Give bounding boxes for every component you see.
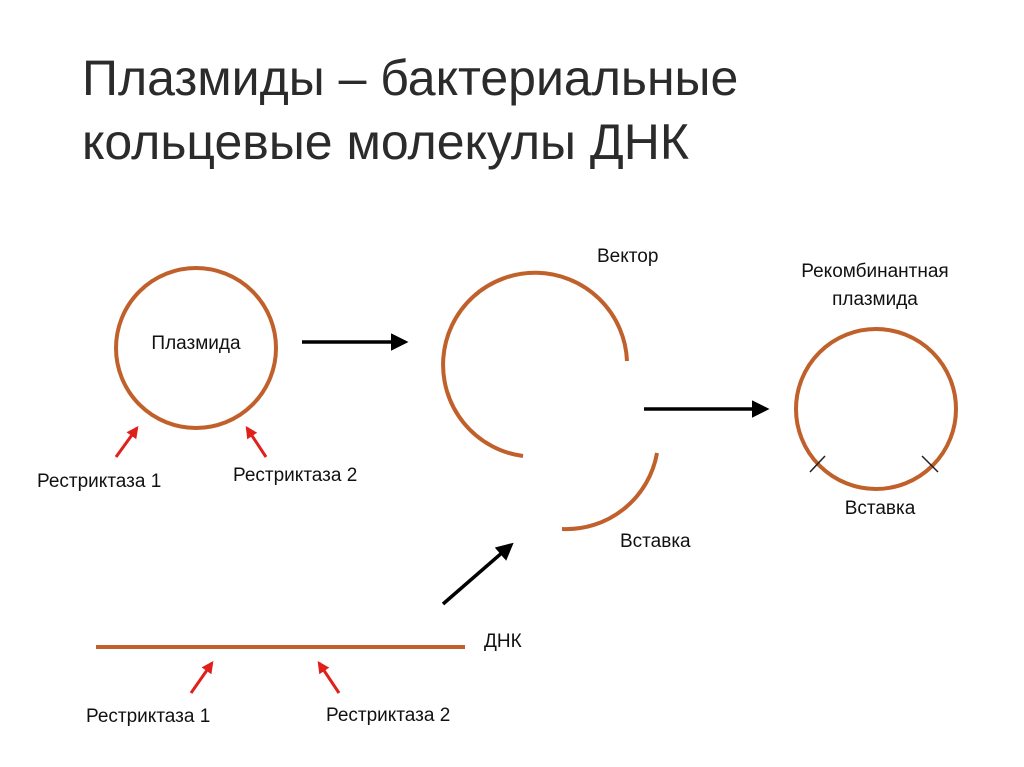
insert-label: Вставка [620, 531, 691, 552]
slide-title-line-2: кольцевые молекулы ДНК [82, 114, 689, 170]
recombinant-plasmid-circle [794, 327, 958, 491]
restrictase-1-label-bottom: Рестриктаза 1 [86, 706, 210, 727]
insert-arc [561, 452, 659, 532]
restrictase-1-arrow-plasmid [114, 426, 139, 458]
recombinant-insert-junction-left [809, 455, 826, 473]
vector-label: Вектор [597, 246, 658, 267]
slide-title: Плазмиды – бактериальные кольцевые молек… [82, 46, 962, 174]
recombinant-insert-junction-right [921, 455, 939, 473]
recombinant-insert-label: Вставка [845, 498, 916, 519]
restrictase-2-arrow-dna [317, 661, 341, 694]
plasmid-label: Плазмида [151, 333, 241, 354]
restrictase-2-label-top: Рестриктаза 2 [233, 465, 357, 486]
plasmid-circle [114, 266, 278, 430]
dna-label: ДНК [484, 631, 522, 652]
restrictase-1-label-top: Рестриктаза 1 [37, 471, 161, 492]
flow-arrow-dna-to-insert [441, 542, 514, 606]
restrictase-2-label-bottom: Рестриктаза 2 [326, 705, 450, 726]
recombinant-label-line-2: плазмида [832, 289, 918, 310]
slide-title-line-1: Плазмиды – бактериальные [82, 50, 739, 106]
restrictase-2-arrow-plasmid [245, 425, 268, 458]
vector-arc [441, 270, 629, 458]
recombinant-label-line-1: Рекомбинантная [801, 261, 948, 282]
restrictase-1-arrow-dna [189, 661, 214, 694]
